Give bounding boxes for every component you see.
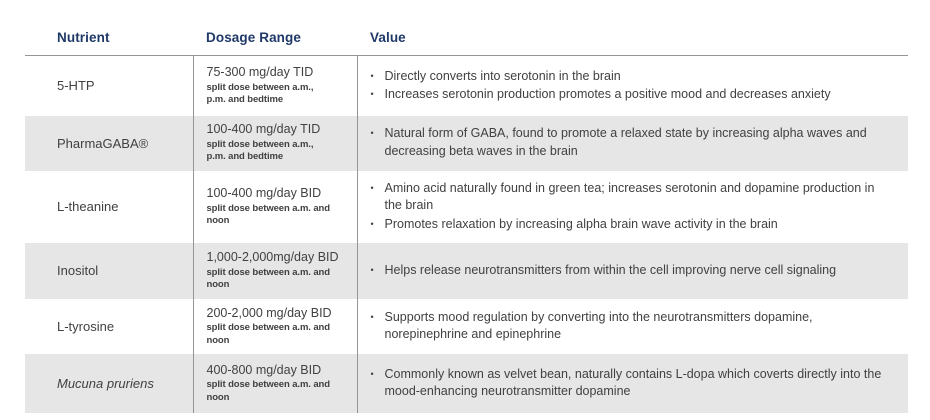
nutrient-name: PharmaGABA® <box>57 135 149 151</box>
header-row: Nutrient Dosage Range Value <box>25 28 908 56</box>
dosage-amount: 75-300 mg/day TID <box>206 65 314 80</box>
nutrient-name: 5-HTP <box>57 78 95 94</box>
value-cell: • Directly converts into serotonin in the… <box>356 55 908 116</box>
nutrient-cell: L-theanine <box>25 171 193 243</box>
nutrient-cell: Mucuna pruriens <box>25 354 193 413</box>
value-text: Directly converts into serotonin in the … <box>384 68 621 83</box>
value-bullet-item: • Increases serotonin production promotes… <box>369 86 887 104</box>
value-bullet-item: • Promotes relaxation by increasing alpha… <box>369 216 887 234</box>
bullet-icon: • <box>370 264 374 275</box>
bullet-icon: • <box>370 311 374 322</box>
nutrient-name: L-tyrosine <box>57 318 115 334</box>
dosage-note: split dose between a.m. and noon <box>206 322 331 346</box>
value-bullet-item: • Natural form of GABA, found to promote … <box>369 125 887 161</box>
value-text: Amino acid naturally found in green tea;… <box>384 180 875 213</box>
nutrient-cell: PharmaGABA® <box>25 116 193 171</box>
table: Nutrient Dosage Range Value 5-HTP 75-300 … <box>25 28 908 413</box>
bullet-icon: • <box>370 219 374 229</box>
nutrient-cell: L-tyrosine <box>25 299 193 354</box>
value-text: Natural form of GABA, found to promote a… <box>384 126 867 158</box>
nutrient-name: Inositol <box>57 263 99 279</box>
dosage-note: split dose between a.m., <box>206 81 314 93</box>
dosage-amount: 1,000-2,000mg/day BID <box>206 250 339 265</box>
table-row: Mucuna pruriens 400-800 mg/day BID split d… <box>25 353 908 413</box>
dosage-note: split dose between a.m. and noon <box>206 266 331 291</box>
column-header-dosage-range: Dosage Range <box>193 28 357 56</box>
nutrient-cell: Inositol <box>25 243 193 299</box>
dosage-note: split dose between a.m. and noon <box>206 379 331 403</box>
bullet-icon: • <box>370 70 374 81</box>
value-bullet-item: • Commonly known as velvet bean, naturall… <box>369 366 887 402</box>
table-row: L-theanine 100-400 mg/day BID split dose b… <box>25 170 908 243</box>
dosage-amount: 200-2,000 mg/day BID <box>206 305 332 320</box>
value-text: Commonly known as velvet bean, naturally… <box>384 366 882 399</box>
bullet-icon: • <box>370 368 374 379</box>
value-bullet-item: • Helps release neurotransmitters from wi… <box>369 262 887 280</box>
value-bullet-item: • Amino acid naturally found in green tea… <box>369 180 887 216</box>
bullet-icon: • <box>370 182 374 193</box>
value-cell: • Amino acid naturally found in green tea… <box>356 170 908 243</box>
dosage-note: p.m. and bedtime <box>206 151 284 163</box>
value-text: Increases serotonin production promotes … <box>384 87 831 102</box>
nutrient-name: L-theanine <box>57 199 119 215</box>
dosage-amount: 400-800 mg/day BID <box>206 362 322 377</box>
column-header-nutrient: Nutrient <box>25 28 193 56</box>
table-row: L-tyrosine 200-2,000 mg/day BID split dose… <box>25 298 908 354</box>
dosage-amount: 100-400 mg/day TID <box>206 122 321 137</box>
value-cell: • Natural form of GABA, found to promote … <box>356 115 908 171</box>
dosage-note: p.m. and bedtime <box>206 94 284 106</box>
value-text: Promotes relaxation by increasing alpha … <box>384 217 778 231</box>
dosage-cell: 200-2,000 mg/day BID split dose between a… <box>192 298 357 354</box>
value-bullet-item: • Directly converts into serotonin in the… <box>369 68 887 86</box>
nutrient-dosage-table: Nutrient Dosage Range Value 5-HTP 75-300 … <box>25 28 908 413</box>
dosage-note: split dose between a.m. and noon <box>206 202 331 226</box>
table-header: Nutrient Dosage Range Value <box>25 28 908 56</box>
dosage-note: split dose between a.m., <box>206 138 314 150</box>
value-cell: • Commonly known as velvet bean, naturall… <box>356 353 908 413</box>
nutrient-cell: 5-HTP <box>25 56 193 116</box>
column-header-value: Value <box>357 28 908 56</box>
value-text: Helps release neurotransmitters from wit… <box>384 262 837 277</box>
value-cell: • Supports mood regulation by converting … <box>356 298 908 354</box>
value-bullet-item: • Supports mood regulation by converting … <box>369 309 887 345</box>
bullet-icon: • <box>370 128 374 139</box>
dosage-cell: 100-400 mg/day BID split dose between a.m… <box>192 170 357 243</box>
bullet-icon: • <box>370 89 374 100</box>
nutrient-name: Mucuna pruriens <box>57 375 154 391</box>
value-cell: • Helps release neurotransmitters from wi… <box>356 242 908 299</box>
value-text: Supports mood regulation by converting i… <box>384 309 813 342</box>
dosage-cell: 400-800 mg/day BID split dose between a.m… <box>192 353 357 413</box>
dosage-amount: 100-400 mg/day BID <box>206 185 322 200</box>
